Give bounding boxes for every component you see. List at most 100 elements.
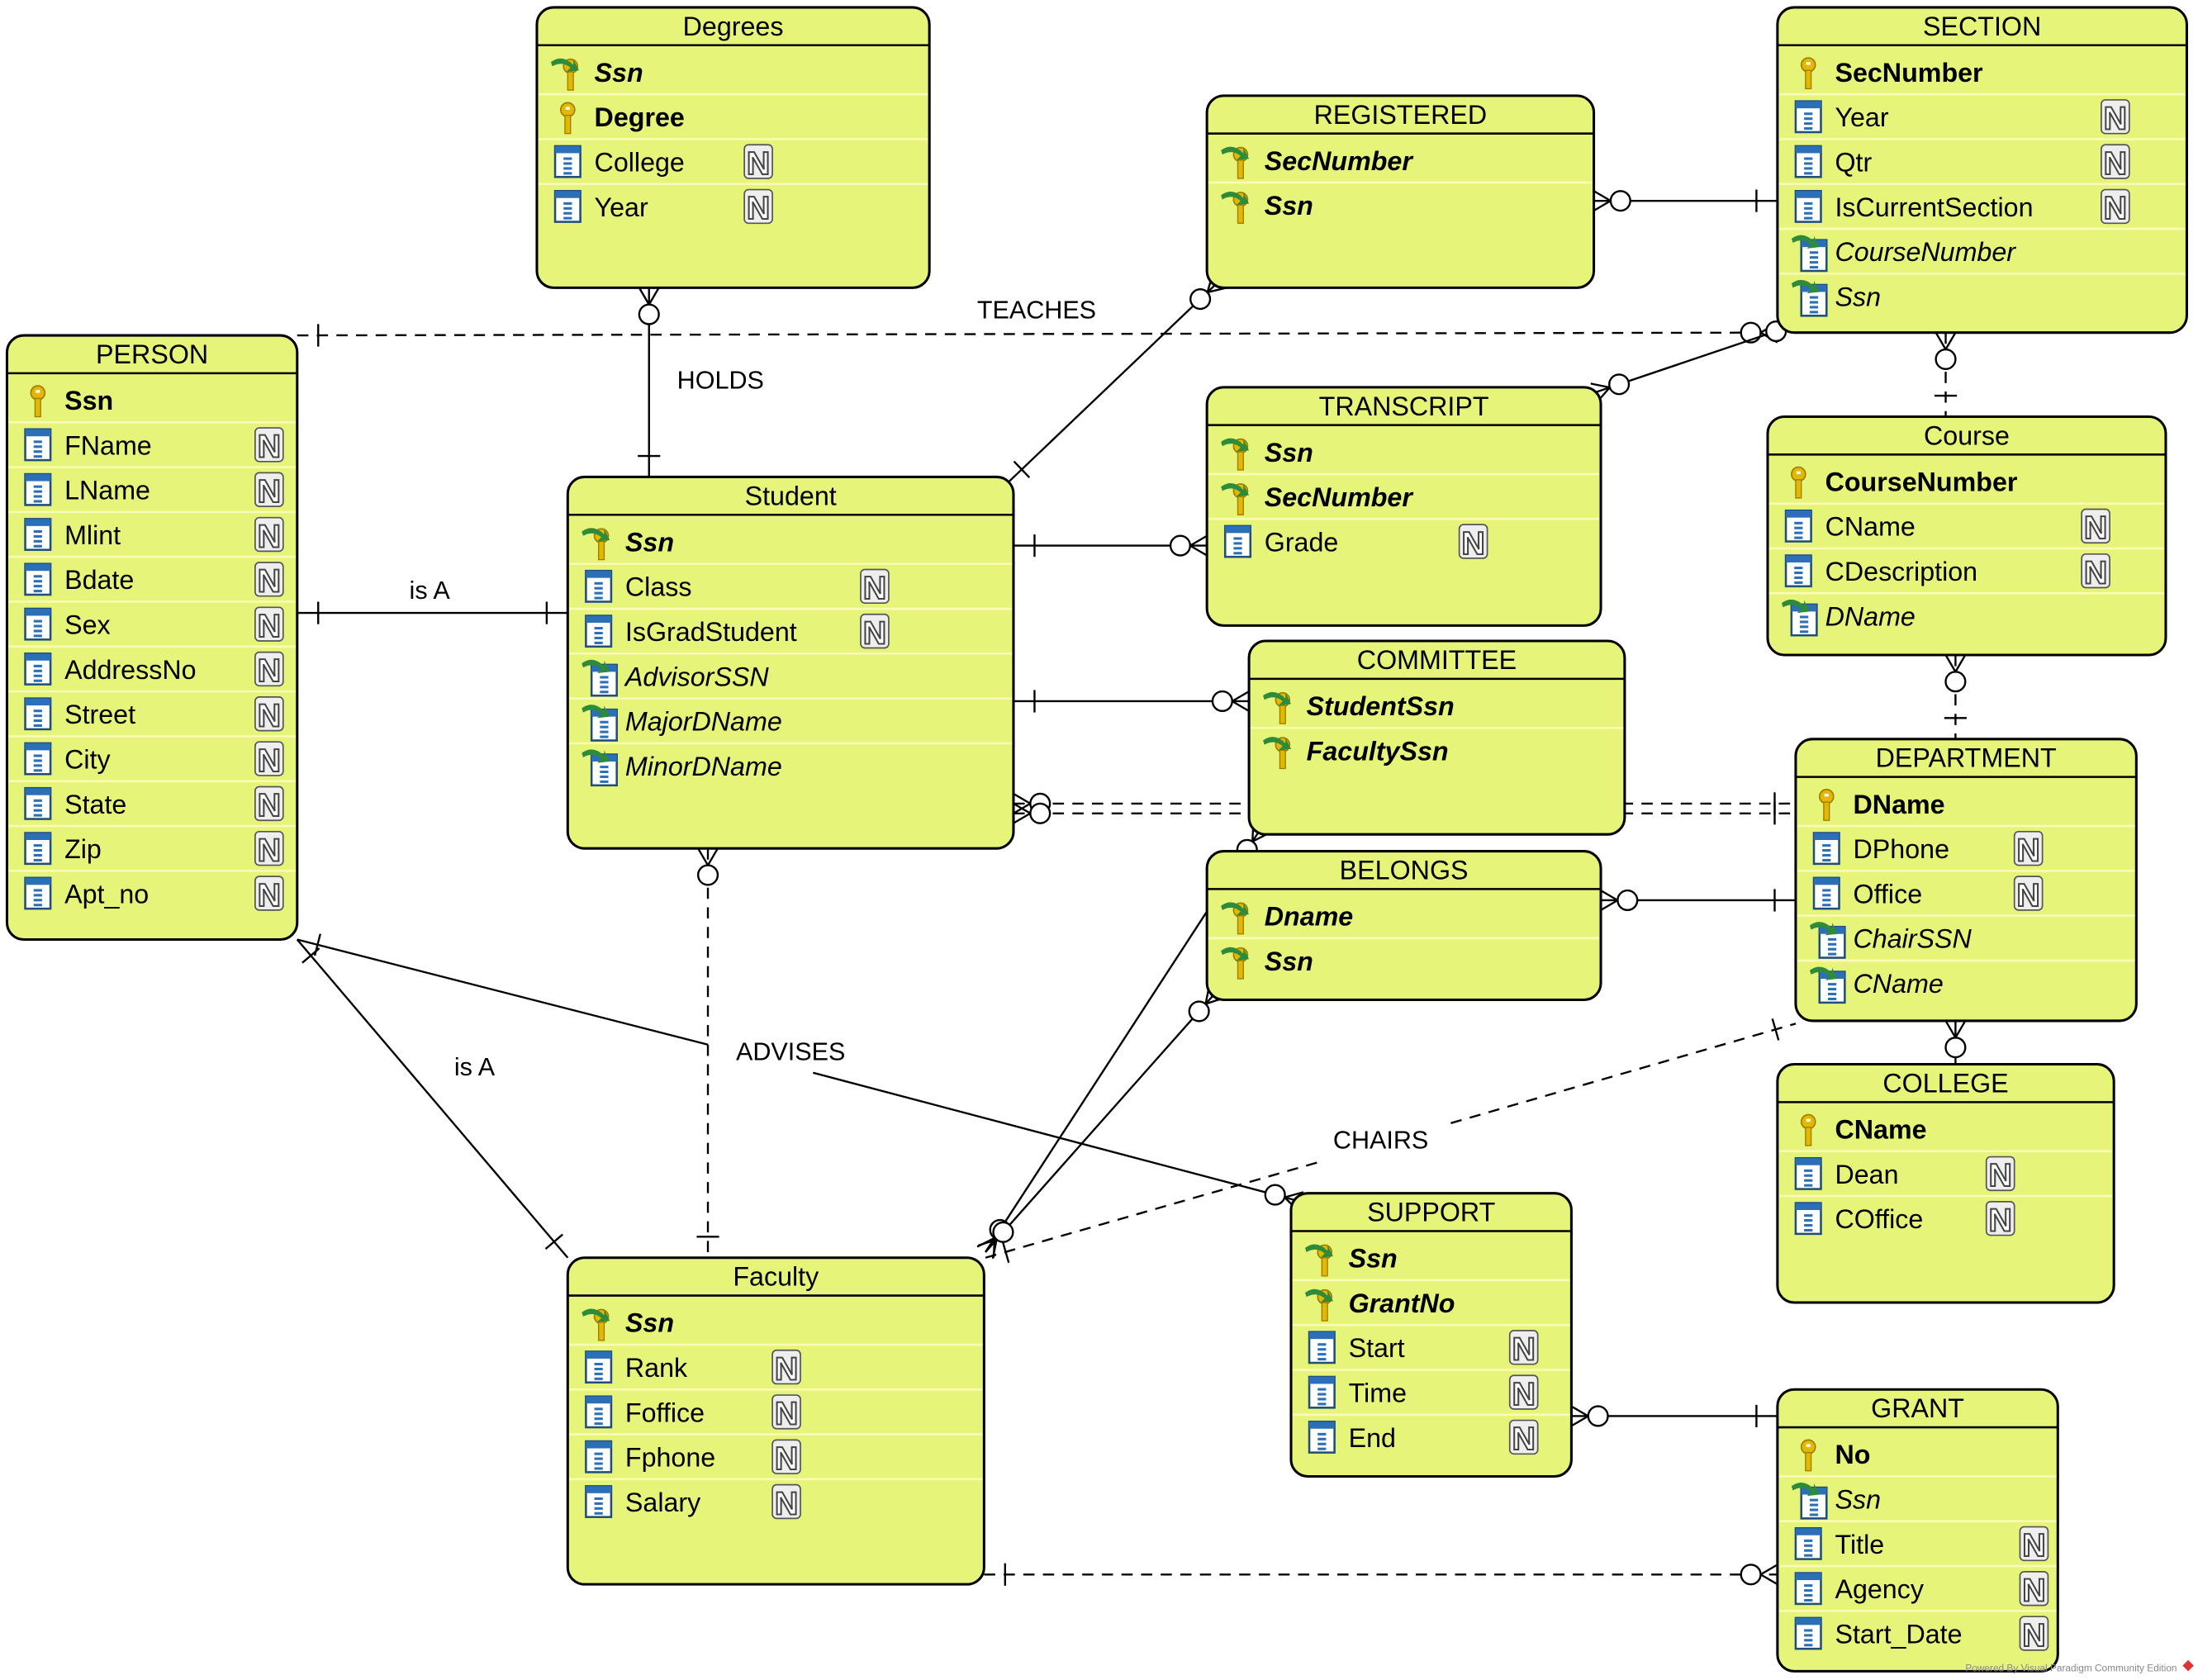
attribute-row[interactable]: Ssn (1304, 1244, 1398, 1277)
attribute-row[interactable]: GrantNo (1292, 1279, 1570, 1322)
attribute-row[interactable]: No (1800, 1439, 1871, 1472)
attribute-row[interactable]: Degree (538, 93, 928, 135)
rel-course-department[interactable] (1944, 654, 1967, 739)
rel-is-a-student[interactable] (297, 601, 568, 624)
attribute-row[interactable]: SecNumber (1221, 146, 1414, 179)
rel-department-college[interactable] (1944, 1020, 1967, 1065)
attribute-row[interactable]: CName (1797, 959, 2135, 1004)
attribute-row[interactable]: StudentSsn (1263, 691, 1455, 724)
rel-student-faculty[interactable] (696, 847, 719, 1258)
attribute-row[interactable]: SecNumber (1208, 472, 1600, 515)
rel-chairs[interactable] (1450, 1018, 1797, 1124)
attribute-row[interactable]: Ssn (1208, 181, 1593, 224)
rel-section-course[interactable] (1934, 332, 1958, 417)
rel-support-grant[interactable] (1570, 1404, 1778, 1428)
attribute-row[interactable]: Ssn (30, 385, 113, 418)
attribute-row[interactable]: Ssn (550, 58, 643, 91)
attribute-row[interactable]: DName (1818, 789, 1945, 821)
rel-faculty-grant[interactable] (984, 1563, 1778, 1586)
attribute-row[interactable]: CName (1800, 1113, 1927, 1146)
attribute-row[interactable]: Ssn (1208, 937, 1600, 980)
attribute-row[interactable]: Ssn (1778, 273, 2186, 317)
rel-belongs-department[interactable] (1600, 889, 1796, 912)
rel-teaches[interactable] (297, 321, 1778, 347)
attribute-row[interactable]: MajorDName (569, 697, 1013, 742)
rel-holds[interactable] (638, 287, 661, 477)
rel-transcript-section[interactable] (1590, 312, 1805, 403)
rel-chairs[interactable] (985, 1161, 1318, 1264)
rel-advises[interactable] (297, 933, 709, 1046)
attribute-row[interactable]: SecNumber (1800, 57, 1983, 90)
attribute-row[interactable]: Ssn (1221, 438, 1313, 471)
rel-advises[interactable] (812, 1071, 1304, 1213)
attribute-row[interactable]: MinorDName (569, 742, 1013, 787)
attribute-row[interactable]: Ssn (582, 1308, 674, 1341)
attribute-row[interactable]: FacultySsn (1250, 726, 1624, 770)
rel-department-student-minor[interactable] (1013, 802, 1796, 825)
rel-is-a-faculty[interactable] (296, 938, 569, 1259)
attribute-row[interactable]: Ssn (1778, 1475, 2057, 1520)
attribute-row[interactable]: Dname (1221, 902, 1353, 935)
attribute-row[interactable]: Ssn (582, 527, 674, 561)
attribute-row[interactable]: AdvisorSSN (569, 653, 1013, 697)
attribute-row[interactable]: CourseNumber (1791, 466, 2018, 499)
rel-student-transcript[interactable] (1013, 534, 1208, 558)
rel-student-committee[interactable] (1013, 690, 1250, 713)
rel-registered-student[interactable] (1005, 273, 1227, 485)
rel-registered-section[interactable] (1593, 189, 1778, 212)
attribute-row[interactable]: ChairSSN (1797, 914, 2135, 959)
attribute-row[interactable]: DName (1768, 592, 2165, 637)
attribute-row[interactable]: CourseNumber (1778, 227, 2186, 273)
rel-belongs-faculty[interactable] (977, 985, 1225, 1260)
